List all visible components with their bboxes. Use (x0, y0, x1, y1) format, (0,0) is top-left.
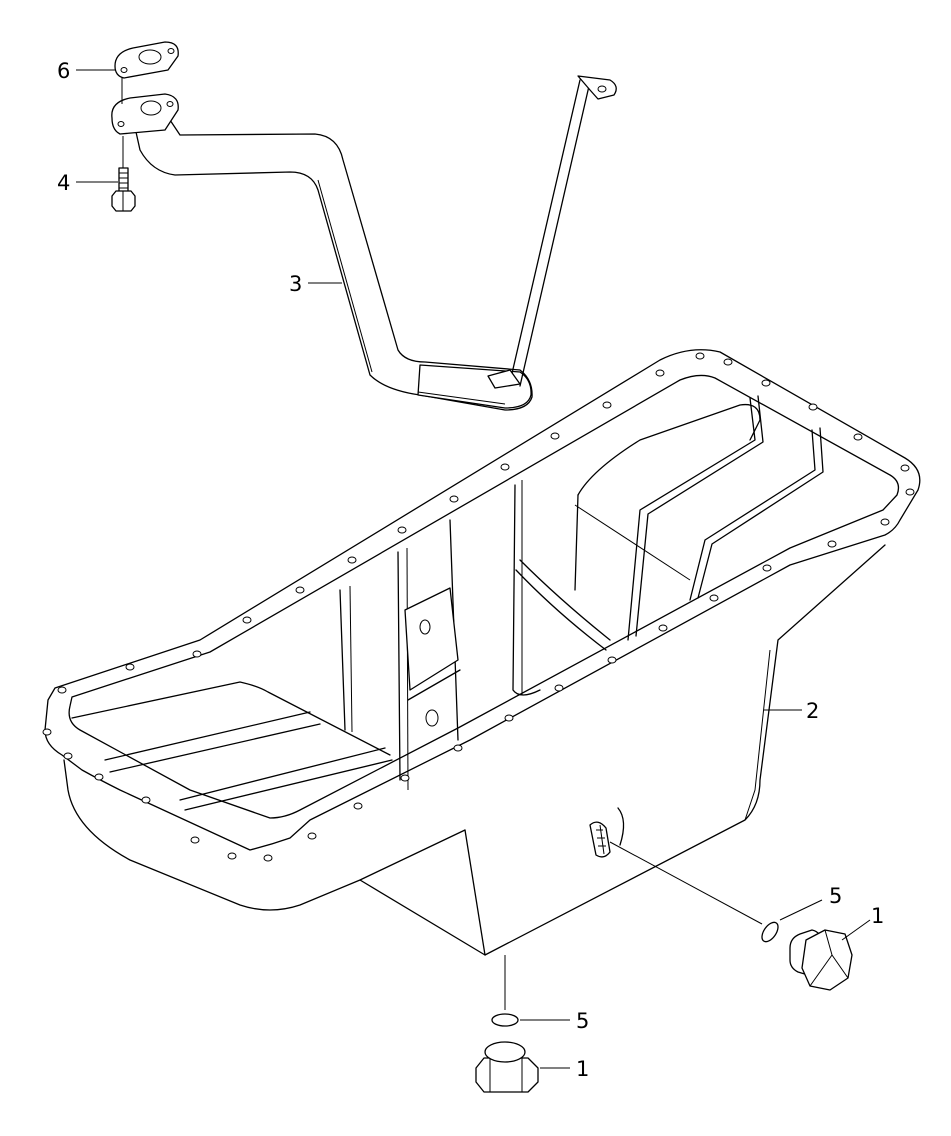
bottom-o-ring (491, 955, 519, 1027)
callout-1-side: 1 (871, 904, 884, 928)
callout-4: 4 (57, 171, 70, 195)
side-o-ring (609, 841, 779, 943)
oil-suction-pipe (111, 75, 617, 411)
callout-leaders (76, 69, 871, 1069)
flange-bolt (111, 136, 136, 212)
callout-5-side: 5 (829, 884, 842, 908)
callout-2: 2 (806, 699, 819, 723)
callout-5-bottom: 5 (576, 1009, 589, 1033)
callout-1-bottom: 1 (576, 1057, 589, 1081)
bottom-drain-plug (475, 1041, 539, 1093)
callout-3: 3 (289, 272, 302, 296)
flange-gasket (114, 41, 179, 104)
oil-pan (42, 349, 921, 956)
flange-bolt-holes (42, 352, 915, 862)
callout-6: 6 (57, 59, 70, 83)
side-drain-plug (789, 929, 853, 991)
